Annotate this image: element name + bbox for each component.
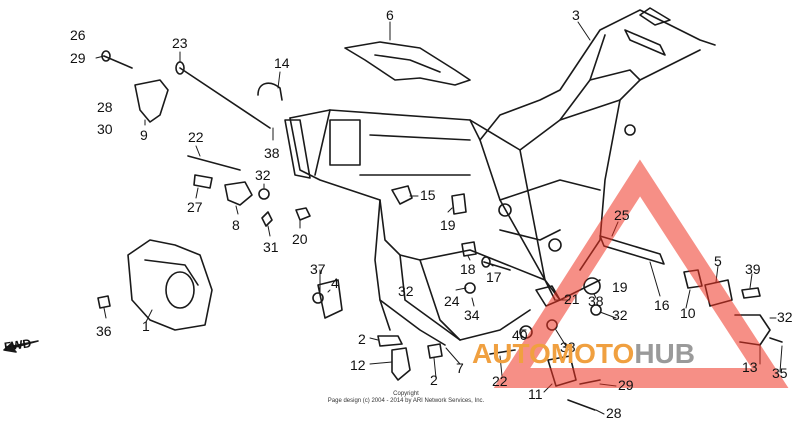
callout-label: 20 (292, 231, 308, 247)
callout-label: 9 (140, 127, 148, 143)
callout-label: 28 (606, 405, 622, 421)
callout-label: 38 (264, 145, 280, 161)
callout-label: 16 (654, 297, 670, 313)
callout-label: 28 (97, 99, 113, 115)
callout-labels: 26 29 28 30 9 23 14 38 6 3 22 27 8 32 31… (70, 7, 793, 421)
copyright-title: Copyright (393, 391, 419, 397)
callout-label: 32 (255, 167, 271, 183)
callout-label: 29 (70, 50, 86, 66)
callout-label: 21 (564, 291, 580, 307)
callout-label: 22 (188, 129, 204, 145)
callout-label: 27 (187, 199, 203, 215)
long-bolt-23 (175, 61, 271, 129)
callout-label: 15 (420, 187, 436, 203)
guard-1 (127, 239, 213, 331)
watermark-triangle (493, 159, 789, 388)
callout-label: 8 (232, 217, 240, 233)
watermark-brand: AUTOMOTOHUB (472, 338, 695, 370)
callout-label: 22 (492, 373, 508, 389)
callout-label: 6 (386, 7, 394, 23)
callout-label: 1 (142, 318, 150, 334)
callout-label: 2 (430, 372, 438, 388)
callout-label: 4 (331, 275, 339, 291)
callout-label: 23 (172, 35, 188, 51)
callout-label: 34 (464, 307, 480, 323)
callout-label: 25 (614, 207, 630, 223)
copyright-text: Page design (c) 2004 - 2014 by ARI Netwo… (327, 398, 485, 404)
brand-part-2: HUB (634, 338, 695, 369)
callout-label: 33 (560, 339, 576, 355)
copyright-notice: Copyright Page design (c) 2004 - 2014 by… (316, 391, 496, 405)
callout-label: 19 (612, 279, 628, 295)
callout-label: 32 (612, 307, 628, 323)
callout-label: 29 (618, 377, 634, 393)
callout-label: 10 (680, 305, 696, 321)
callout-label: 30 (97, 121, 113, 137)
callout-label: 36 (96, 323, 112, 339)
callout-label: 35 (772, 365, 788, 381)
brand-part-1: AUTOMOTO (472, 338, 635, 369)
callout-label: 14 (274, 55, 290, 71)
callout-label: 31 (263, 239, 279, 255)
callout-label: 2 (358, 331, 366, 347)
callout-label: 38 (588, 293, 604, 309)
callout-label: 19 (440, 217, 456, 233)
callout-label: 37 (310, 261, 326, 277)
callout-label: 17 (486, 269, 502, 285)
callout-label: 40 (512, 327, 528, 343)
callout-label: 32 (398, 283, 414, 299)
callout-label: 39 (745, 261, 761, 277)
callout-label: 3 (572, 7, 580, 23)
callout-label: 11 (528, 386, 543, 402)
callout-label: 7 (456, 360, 464, 376)
cover-6 (344, 41, 471, 86)
callout-label: 12 (350, 357, 366, 373)
callout-label: 18 (460, 261, 476, 277)
callout-label: 26 (70, 27, 86, 43)
callout-label: 5 (714, 253, 722, 269)
callout-label: 24 (444, 293, 460, 309)
callout-label: 13 (742, 359, 758, 375)
callout-label: 32 (777, 309, 793, 325)
main-frame (289, 7, 716, 346)
